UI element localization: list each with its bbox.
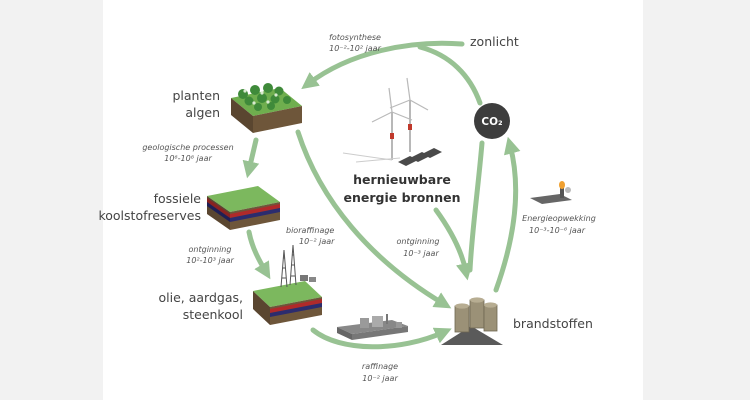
arrow-geological [242, 137, 260, 179]
arrow-co2-to-fuels [467, 140, 485, 273]
arrow-refining [310, 327, 452, 350]
arrow-extraction-renewable [433, 207, 473, 281]
process-photosynthesis: fotosynthese [329, 33, 381, 42]
label-sunlight: zonlicht [470, 34, 519, 49]
label-fossil: fossiele [154, 191, 202, 206]
refinery-illustration [337, 314, 408, 340]
arrow-extraction-fossil [246, 229, 271, 280]
label-carbon-reserves: koolstofreserves [98, 208, 201, 223]
process-refining: raffinage [362, 362, 398, 371]
arrow-biorefining [295, 129, 452, 309]
arrow-co2-to-plants [417, 44, 483, 106]
renewable-energy-illustration [342, 77, 442, 166]
process-extraction-fossil: ontginning [189, 245, 232, 254]
process-extraction-fossil-time: 10²-10³ jaar [186, 256, 234, 265]
process-power-generation: Energieopwekking [522, 214, 596, 223]
process-extraction-renewable: ontginning [397, 237, 440, 246]
process-biorefining: bioraffinage [286, 226, 334, 235]
co2-label: CO₂ [481, 116, 503, 128]
oil-gas-coal-illustration [253, 244, 322, 325]
process-biorefining-time: 10⁻² jaar [299, 237, 335, 246]
process-photosynthesis-time: 10⁻²-10² jaar [329, 44, 381, 53]
process-extraction-renewable-time: 10⁻³ jaar [403, 249, 439, 258]
label-algae: algen [185, 105, 220, 120]
label-energy-sources: energie bronnen [344, 190, 461, 205]
arrow-photosynthesis [301, 40, 465, 90]
plants-illustration [231, 83, 302, 133]
process-power-generation-time: 10⁻³-10⁻⁶ jaar [529, 226, 586, 235]
label-plants: planten [172, 88, 220, 103]
co2-node: CO₂ [474, 103, 510, 139]
fuel-tanks-illustration [441, 297, 503, 345]
process-geological: geologische processen [142, 143, 233, 152]
process-geological-time: 10⁶-10⁸ jaar [164, 154, 212, 163]
power-plant-illustration [530, 181, 572, 204]
label-oil-gas: olie, aardgas, [159, 290, 244, 305]
arrow-power-generation [493, 136, 521, 293]
label-coal: steenkool [183, 307, 243, 322]
label-renewable: hernieuwbare [353, 172, 451, 187]
label-fuels: brandstoffen [513, 316, 593, 331]
process-refining-time: 10⁻² jaar [362, 374, 398, 383]
fossil-reserves-illustration [207, 186, 280, 230]
